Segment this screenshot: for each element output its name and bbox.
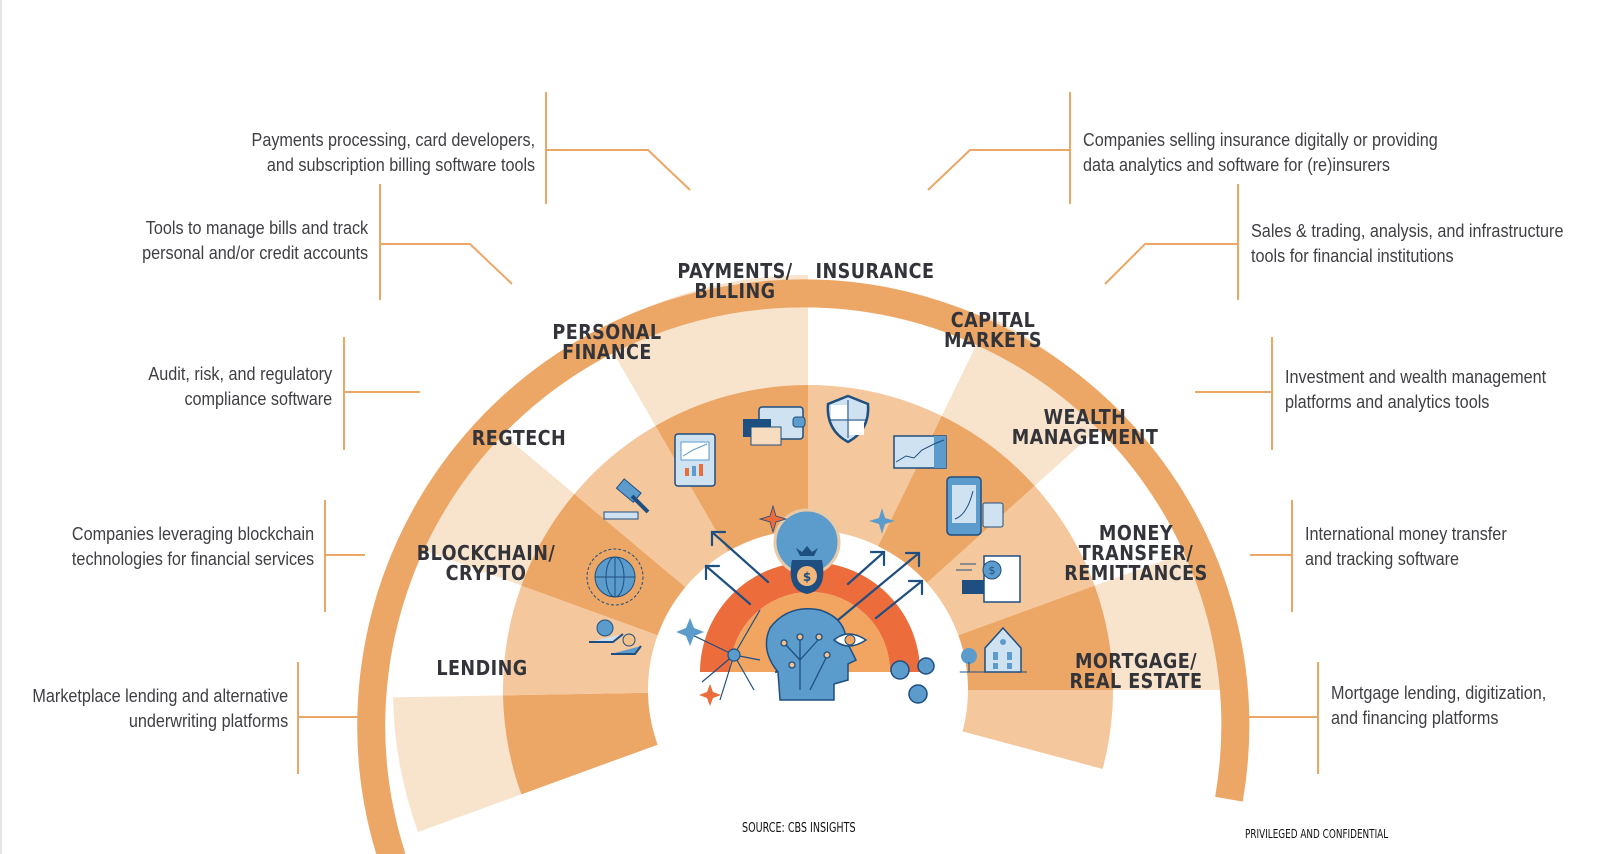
ring-segment-blockchain	[503, 585, 658, 696]
label-blockchain: BLOCKCHAIN/CRYPTO	[417, 543, 555, 585]
wallet-cards-icon	[743, 406, 806, 446]
connector-leader	[380, 243, 513, 285]
svg-text:$: $	[989, 564, 996, 577]
tablet-chart-icon	[674, 433, 716, 487]
category-wedges	[393, 275, 1223, 832]
connector-leader	[1104, 243, 1238, 285]
desc-insurance: Companies selling insurance digitally or…	[1083, 128, 1438, 178]
wedge-mortgage	[1097, 690, 1223, 798]
connector-leader	[546, 149, 691, 191]
desc-line: compliance software	[184, 389, 332, 409]
label-mortgage: MORTGAGE/REAL ESTATE	[1070, 651, 1203, 693]
desc-line: Mortgage lending, digitization,	[1331, 683, 1547, 703]
category-icons: $	[586, 394, 1027, 673]
desc-personal-finance: Tools to manage bills and track personal…	[142, 216, 368, 266]
stock-chart-icon	[893, 435, 947, 469]
shield-icon	[826, 394, 870, 444]
connector-leader	[927, 149, 1070, 191]
desc-line: underwriting platforms	[128, 711, 288, 731]
label-regtech: REGTECH	[472, 428, 566, 450]
desc-line: Payments processing, card developers,	[251, 130, 535, 150]
desc-regtech: Audit, risk, and regulatory compliance s…	[148, 362, 332, 412]
page-edge	[0, 0, 2, 854]
label-payments: PAYMENTS/BILLING	[677, 261, 792, 303]
ai-head-money-bag-icon: $	[660, 504, 960, 706]
label-lending: LENDING	[436, 658, 527, 680]
svg-text:$: $	[803, 570, 811, 584]
gavel-icon	[603, 478, 650, 520]
house-icon	[957, 626, 1027, 673]
desc-lending: Marketplace lending and alternative unde…	[32, 684, 288, 734]
ring-segment-personal_finance	[574, 425, 728, 588]
invoice-transfer-icon: $	[956, 555, 1021, 603]
desc-line: technologies for financial services	[71, 549, 315, 569]
desc-line: Companies selling insurance digitally or…	[1083, 130, 1438, 150]
source-note: SOURCE: CBS INSIGHTS	[742, 821, 856, 836]
desc-line: Audit, risk, and regulatory	[148, 364, 332, 384]
phone-card-icon	[946, 476, 1004, 536]
desc-capital-markets: Sales & trading, analysis, and infrastru…	[1251, 219, 1563, 269]
description-connectors	[297, 92, 1319, 774]
desc-line: personal and/or credit accounts	[141, 243, 368, 263]
desc-line: platforms and analytics tools	[1285, 392, 1490, 412]
wedge-money_transfer	[1089, 548, 1223, 690]
wedge-lending	[393, 695, 527, 832]
globe-network-icon	[586, 548, 644, 606]
desc-payments: Payments processing, card developers, an…	[251, 128, 535, 178]
desc-line: Sales & trading, analysis, and infrastru…	[1251, 221, 1564, 241]
desc-wealth-management: Investment and wealth management platfor…	[1285, 365, 1546, 415]
ring-segment-lending	[503, 692, 658, 795]
hands-money-icon	[589, 619, 642, 655]
desc-blockchain: Companies leveraging blockchain technolo…	[72, 522, 314, 572]
desc-line: and tracking software	[1305, 549, 1459, 569]
desc-line: Investment and wealth management	[1285, 367, 1547, 387]
outer-arc	[357, 279, 1250, 854]
desc-line: Companies leveraging blockchain	[71, 524, 314, 544]
desc-line: tools for financial institutions	[1251, 246, 1454, 266]
ring-segment-mortgage	[962, 690, 1113, 769]
label-insurance: INSURANCE	[816, 261, 935, 283]
desc-line: Tools to manage bills and track	[145, 218, 368, 238]
desc-mortgage: Mortgage lending, digitization, and fina…	[1331, 681, 1546, 731]
desc-money-transfer: International money transfer and trackin…	[1305, 522, 1507, 572]
wedge-regtech	[418, 423, 579, 588]
desc-line: and financing platforms	[1331, 708, 1499, 728]
desc-line: International money transfer	[1305, 524, 1507, 544]
desc-line: Marketplace lending and alternative	[32, 686, 288, 706]
confidential-note: PRIVILEGED AND CONFIDENTIAL	[1245, 827, 1389, 841]
desc-line: data analytics and software for (re)insu…	[1083, 155, 1391, 175]
wedge-blockchain	[393, 548, 527, 698]
desc-line: and subscription billing software tools	[266, 155, 535, 175]
